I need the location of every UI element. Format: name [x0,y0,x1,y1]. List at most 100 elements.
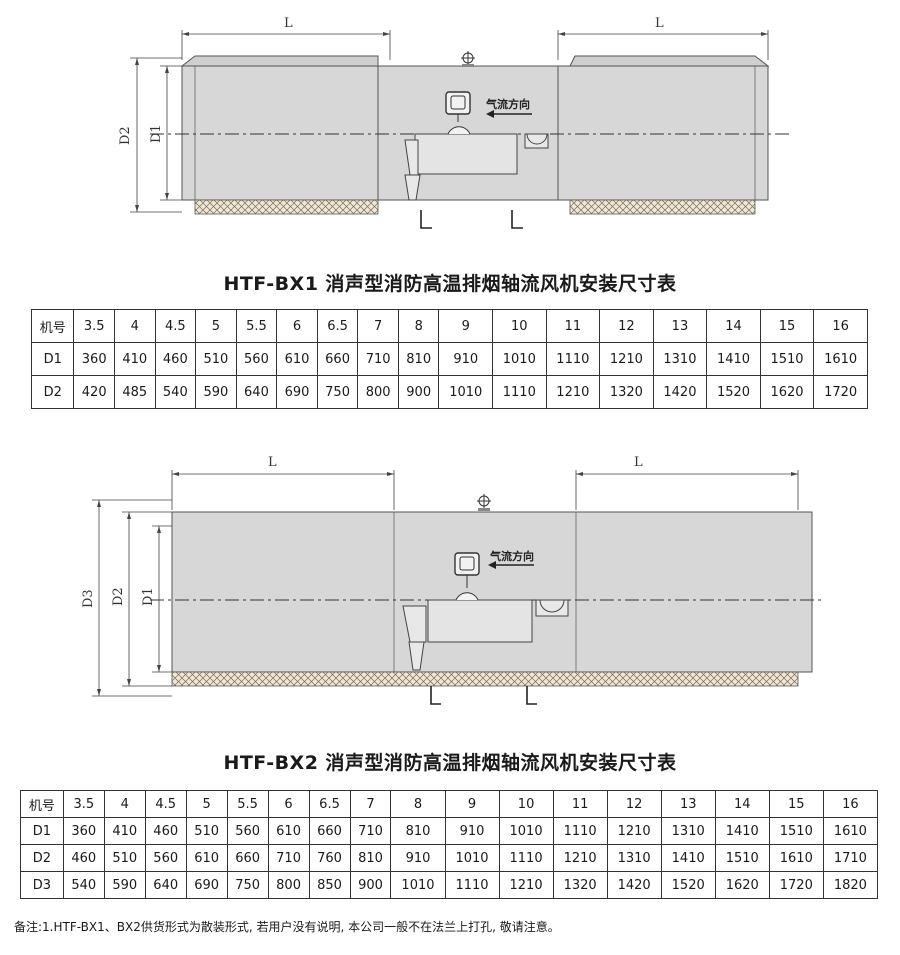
dimension-lines [130,30,769,213]
table-cell: 15 [768,790,824,818]
table-cell: 5.5 [235,309,278,343]
table-cell: 540 [154,375,197,409]
table-cell: 660 [308,817,351,845]
table2-title: HTF-BX2 消声型消防高温排烟轴流风机安装尺寸表 [223,752,677,774]
table-cell: 610 [276,342,318,376]
table-cell: 690 [276,375,318,409]
table-cell: 11 [552,790,608,818]
table-cell: 16 [822,790,879,818]
row-header-cell: D2 [20,844,64,872]
table-cell: 460 [154,342,197,376]
dim-D1-2: D1 [141,587,156,606]
table-cell: 1210 [606,817,662,845]
table-cell: 1010 [498,817,554,845]
table-cell: 5 [185,790,228,818]
table-cell: 750 [226,871,269,899]
table-cell: 1010 [438,375,494,409]
table-cell: 900 [397,375,440,409]
table-cell: 810 [397,342,440,376]
table-cell: 710 [357,342,399,376]
silencer-left-taper [180,55,379,67]
footnote: 备注:1.HTF-BX1、BX2供货形式为散装形式, 若用户没有说明, 本公司一… [14,920,560,934]
silencer-left [181,65,379,201]
table-cell: 13 [660,790,716,818]
table-cell: 10 [498,790,554,818]
table-cell: 1410 [714,817,770,845]
table-cell: 4 [103,790,146,818]
table-cell: 1210 [552,844,608,872]
table-cell: 3.5 [73,309,115,343]
table-cell: 560 [226,817,269,845]
terminal-box-icon [445,91,471,115]
table-cell: 710 [349,817,392,845]
insulation-bottom [171,671,799,687]
table-cell: 810 [390,817,446,845]
row-header-cell: D1 [20,817,64,845]
table-cell: 1410 [706,342,761,376]
motor-2 [427,599,533,643]
table-cell: 690 [185,871,228,899]
table-cell: 420 [73,375,115,409]
table-cell: 460 [144,817,187,845]
table-cell: 1420 [606,871,662,899]
table-cell: 1610 [822,817,879,845]
table-cell: 1720 [768,871,824,899]
motor [414,133,518,175]
table-cell: 9 [438,309,494,343]
table-cell: 560 [235,342,278,376]
row-header-cell: D3 [20,871,64,899]
table-cell: 760 [308,844,351,872]
table-cell: 510 [195,342,237,376]
table-cell: 5.5 [226,790,269,818]
table-cell: 410 [103,817,146,845]
table-cell: 11 [545,309,601,343]
table-cell: 800 [267,871,310,899]
table-cell: 800 [357,375,399,409]
row-header-cell: 机号 [30,309,75,343]
table-cell: 1210 [599,342,654,376]
table-cell: 510 [185,817,228,845]
table-cell: 6 [276,309,318,343]
table-cell: 1420 [652,375,708,409]
table-cell: 640 [144,871,187,899]
table-cell: 660 [316,342,359,376]
table-cell: 750 [316,375,359,409]
insulation-left [194,199,379,215]
table-cell: 560 [144,844,187,872]
dim-L-right-2: L [634,455,643,470]
table-cell: 1110 [552,817,608,845]
table-cell: 9 [444,790,500,818]
table-cell: 1110 [545,342,601,376]
table-cell: 7 [349,790,392,818]
dim-L-left: L [284,16,293,31]
table-cell: 10 [492,309,547,343]
table-cell: 710 [267,844,310,872]
table-cell: 1010 [390,871,446,899]
table-cell: 4.5 [144,790,187,818]
table-cell: 15 [759,309,815,343]
mounting-feet [420,210,523,229]
table-cell: 910 [444,817,500,845]
table-cell: 900 [349,871,392,899]
flow-direction-label: 气流方向 [485,97,530,111]
table-cell: 12 [606,790,662,818]
table-cell: 660 [226,844,269,872]
insulation-right [569,199,756,215]
table-cell: 1110 [498,844,554,872]
fan-drawing-bx2: 气流方向 L L D3 D2 D1 [81,455,822,705]
dim-D2: D2 [118,126,133,145]
table-cell: 590 [103,871,146,899]
fan-body-bx2 [171,511,813,673]
table-cell: 1520 [660,871,716,899]
table-cell: 910 [390,844,446,872]
dim-D1: D1 [149,124,164,143]
lifting-eye-icon [461,51,475,67]
row-header-cell: D1 [30,342,75,376]
fan-drawing-bx1: 气流方向 L L D2 D1 [118,16,790,229]
table-cell: 1010 [444,844,500,872]
table-cell: 12 [599,309,654,343]
row-header-cell: D2 [30,375,75,409]
